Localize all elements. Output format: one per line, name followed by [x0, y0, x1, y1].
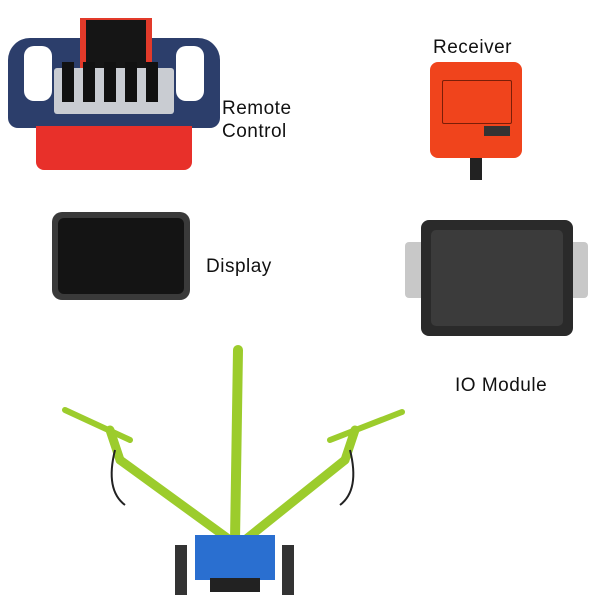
remote-control-label: Remote Control	[222, 97, 292, 143]
display-label: Display	[206, 256, 272, 277]
display-image	[52, 212, 190, 300]
receiver-image	[430, 62, 522, 180]
io-module-label: IO Module	[455, 375, 548, 396]
drill-rig-image	[62, 345, 405, 595]
io-module-image	[405, 212, 588, 336]
remote-control-label-line2: Control	[222, 121, 287, 142]
receiver-label: Receiver	[433, 37, 512, 58]
remote-control-label-line1: Remote	[222, 98, 292, 119]
remote-control-image	[8, 18, 220, 170]
